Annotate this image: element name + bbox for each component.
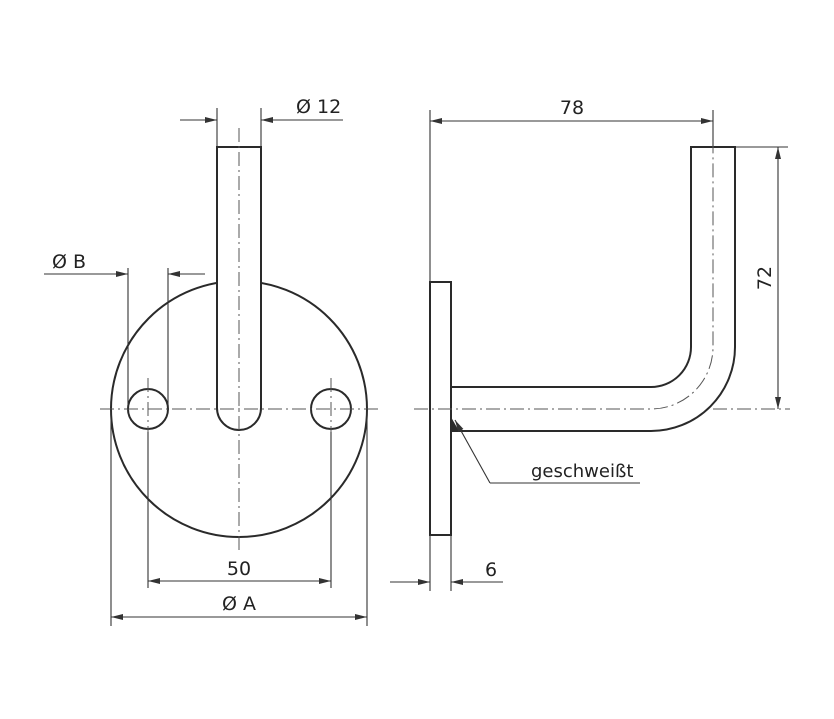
weld-note-label: geschweißt [531, 461, 633, 482]
dim-plate-thickness-label: 6 [485, 559, 497, 581]
dim-plate-diameter: Ø A [110, 409, 368, 626]
dim-plate-thickness: 6 [390, 535, 503, 591]
weld-leader: geschweißt [454, 419, 640, 484]
dim-plate-diameter-label: Ø A [222, 593, 256, 615]
dim-hole-diameter-label: Ø B [52, 251, 86, 273]
dim-hole-diameter: Ø B [44, 251, 205, 409]
dim-length-label: 78 [560, 97, 584, 119]
centerline-tube-side [414, 128, 714, 410]
dim-hole-spacing: 50 [147, 432, 332, 588]
side-view [414, 128, 790, 536]
bent-tube-side [451, 146, 736, 432]
tube-front [216, 146, 262, 431]
dim-tube-diameter-label: Ø 12 [296, 96, 341, 118]
dim-hole-spacing-label: 50 [227, 558, 251, 580]
dim-height-label: 72 [754, 266, 776, 290]
dim-length: 78 [429, 97, 714, 282]
front-view [100, 128, 382, 550]
dim-height: 72 [736, 146, 788, 409]
dim-tube-diameter: Ø 12 [180, 96, 343, 146]
